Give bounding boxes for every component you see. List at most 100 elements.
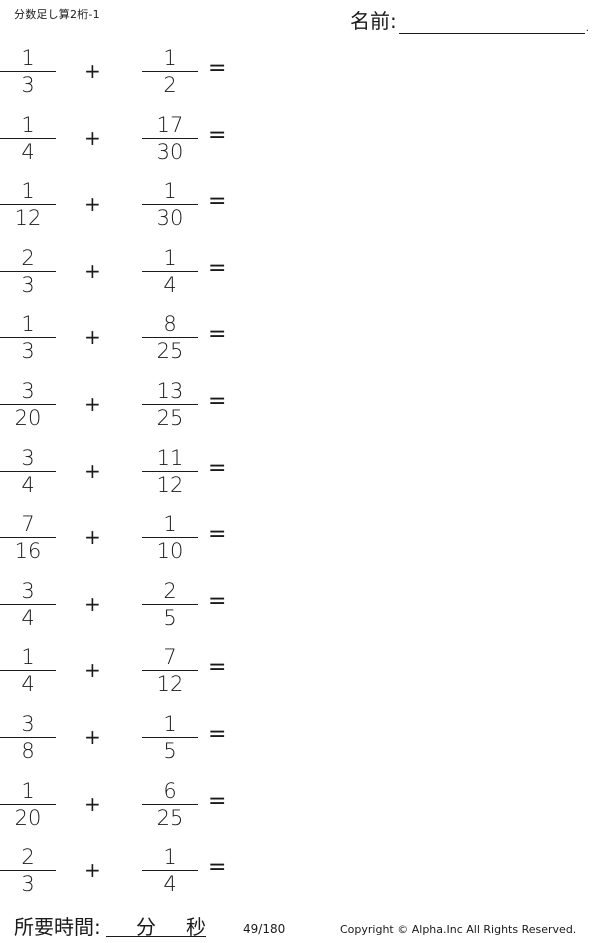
numerator: 7 [163,645,177,670]
plus-sign: + [84,724,101,749]
plus-sign: + [84,525,101,550]
fraction-bar [142,270,198,272]
numerator: 3 [21,445,35,470]
fraction-bar [0,803,56,805]
time-taken-blank-line[interactable] [106,914,206,937]
denominator: 4 [163,272,177,297]
denominator: 4 [163,872,177,897]
numerator: 8 [163,312,177,337]
plus-sign: + [84,658,101,683]
denominator: 25 [156,805,184,830]
numerator: 11 [156,445,184,470]
equals-sign: = [208,588,227,614]
denominator: 4 [21,472,35,497]
denominator: 5 [163,738,177,763]
numerator: 13 [156,378,184,403]
denominator: 20 [14,805,42,830]
numerator: 1 [21,645,35,670]
fraction-bar [142,670,198,672]
denominator: 12 [14,206,42,231]
denominator: 12 [156,472,184,497]
numerator: 1 [21,778,35,803]
numerator: 3 [21,578,35,603]
equals-sign: = [208,56,227,81]
denominator: 10 [156,539,184,564]
equals-sign: = [208,122,227,148]
equals-sign: = [208,189,227,215]
numerator: 1 [21,46,35,70]
fraction-bar [142,337,198,339]
numerator: 2 [21,845,35,870]
numerator: 1 [21,112,35,137]
fraction-bar [0,870,56,872]
equals-sign: = [208,455,227,481]
fraction-bar [0,470,56,472]
plus-sign: + [84,125,101,150]
equals-sign: = [208,721,227,747]
copyright-notice: Copyright © Alpha.Inc All Rights Reserve… [340,923,577,936]
plus-sign: + [84,591,101,616]
fraction-bar [142,870,198,872]
plus-sign: + [84,192,101,217]
fraction-bar [0,670,56,672]
name-end-mark: . [585,23,589,34]
denominator: 12 [156,672,184,697]
fraction-bar [142,803,198,805]
fraction-bar [0,71,56,72]
fraction-bar [0,337,56,339]
plus-sign: + [84,258,101,283]
worksheet-title: 分数足し算2桁-1 [14,8,100,21]
equals-sign: = [208,655,227,681]
numerator: 3 [21,711,35,736]
name-blank-line[interactable] [398,13,585,34]
denominator: 8 [21,738,35,763]
page-number: 49/180 [243,922,286,936]
numerator: 1 [163,179,177,204]
numerator: 1 [163,845,177,870]
seconds-label: 秒 [186,915,206,939]
name-label: 名前: [350,9,397,33]
plus-sign: + [84,325,101,350]
numerator: 1 [163,245,177,270]
time-taken-label: 所要時間: [14,915,101,939]
fraction-bar [142,137,198,139]
fraction-bar [142,71,198,72]
equals-sign: = [208,255,227,281]
minutes-label: 分 [136,915,156,939]
fraction-bar [0,736,56,738]
equals-sign: = [208,388,227,414]
denominator: 30 [156,206,184,231]
denominator: 4 [21,139,35,164]
fraction-bar [0,537,56,539]
numerator: 2 [163,578,177,603]
numerator: 17 [156,112,184,137]
denominator: 3 [21,872,35,897]
numerator: 1 [21,179,35,204]
